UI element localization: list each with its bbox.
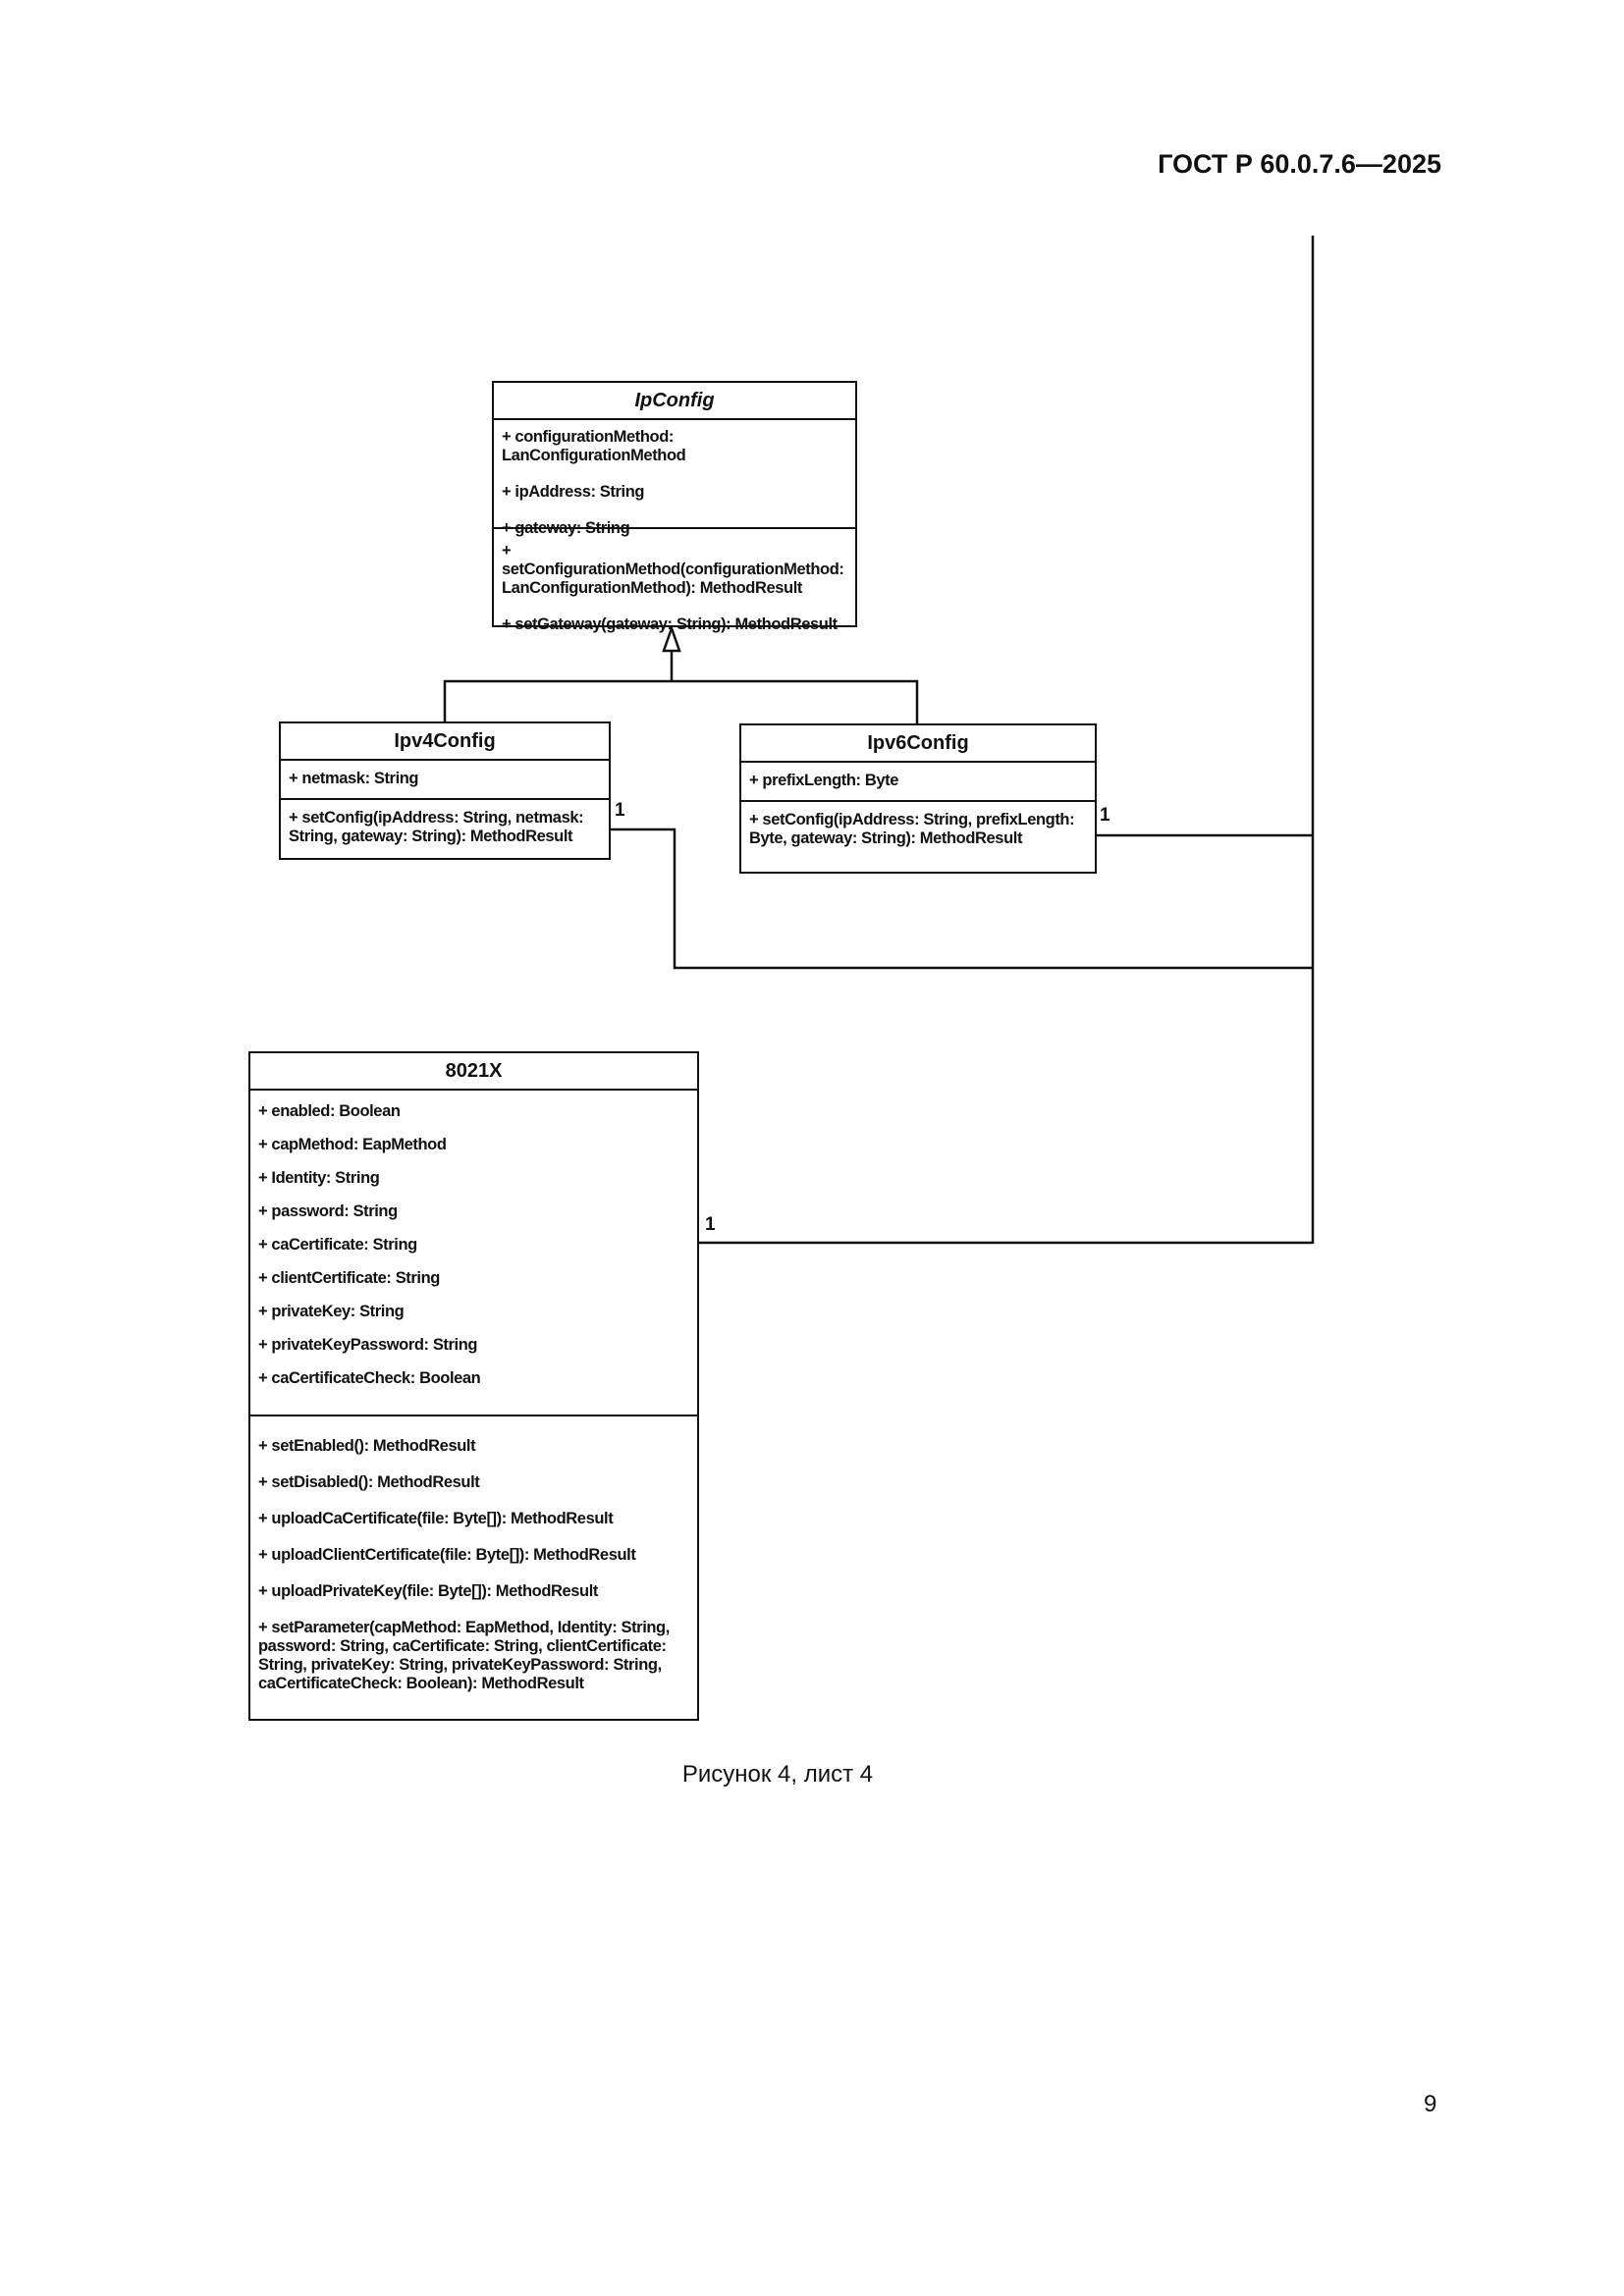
attribute: + caCertificateCheck: Boolean: [258, 1369, 481, 1387]
multiplicity-label: 1: [1100, 805, 1110, 826]
method: + uploadPrivateKey(file: Byte[]): Method…: [258, 1582, 599, 1600]
class-title: 8021X: [250, 1053, 697, 1091]
multiplicity-label: 1: [615, 800, 625, 821]
attribute: + privateKeyPassword: String: [258, 1336, 478, 1354]
ipv4-association: [610, 828, 1313, 970]
class-ipv4config: Ipv4Config + netmask: String + setConfig…: [279, 721, 611, 860]
class-ipv6config: Ipv6Config + prefixLength: Byte + setCon…: [739, 723, 1097, 874]
generalization-branch: [443, 679, 919, 723]
class-title: Ipv6Config: [741, 725, 1095, 763]
multiplicity-label: 1: [705, 1214, 716, 1235]
attribute: + Identity: String: [258, 1169, 380, 1187]
class-title: Ipv4Config: [281, 723, 609, 761]
method: + setGateway(gateway: String): MethodRes…: [502, 615, 838, 633]
class-ipconfig: IpConfig + configurationMethod: LanConfi…: [492, 381, 857, 633]
page-number: 9: [1424, 2091, 1437, 2117]
generalization-arrow-icon: [662, 624, 681, 653]
attribute: + netmask: String: [289, 770, 419, 787]
method: + setConfig(ipAddress: String, netmask: …: [289, 809, 584, 845]
class-8021x: 8021X + enabled: Boolean + capMethod: Ea…: [248, 1051, 699, 1721]
method: + setConfig(ipAddress: String, prefixLen…: [749, 811, 1075, 847]
attribute: + enabled: Boolean: [258, 1102, 401, 1120]
method: + setDisabled(): MethodResult: [258, 1473, 480, 1491]
method: + uploadCaCertificate(file: Byte[]): Met…: [258, 1510, 614, 1527]
attribute: + clientCertificate: String: [258, 1269, 440, 1287]
method: + setConfigurationMethod(configurationMe…: [502, 542, 844, 597]
method: + uploadClientCertificate(file: Byte[]):…: [258, 1546, 636, 1564]
figure-caption: Рисунок 4, лист 4: [681, 1761, 874, 1788]
document-header: ГОСТ Р 60.0.7.6—2025: [1158, 149, 1441, 179]
method: + setParameter(capMethod: EapMethod, Ide…: [258, 1619, 670, 1692]
attribute: + configurationMethod: LanConfigurationM…: [502, 428, 686, 464]
method: + setEnabled(): MethodResult: [258, 1437, 476, 1455]
attribute: + privateKey: String: [258, 1303, 405, 1320]
attribute: + prefixLength: Byte: [749, 772, 898, 789]
class-title: IpConfig: [494, 383, 855, 420]
attribute: + password: String: [258, 1202, 398, 1220]
attribute: + caCertificate: String: [258, 1236, 417, 1254]
attribute: + gateway: String: [502, 519, 630, 537]
attribute: + capMethod: EapMethod: [258, 1136, 447, 1153]
attribute: + ipAddress: String: [502, 483, 645, 501]
